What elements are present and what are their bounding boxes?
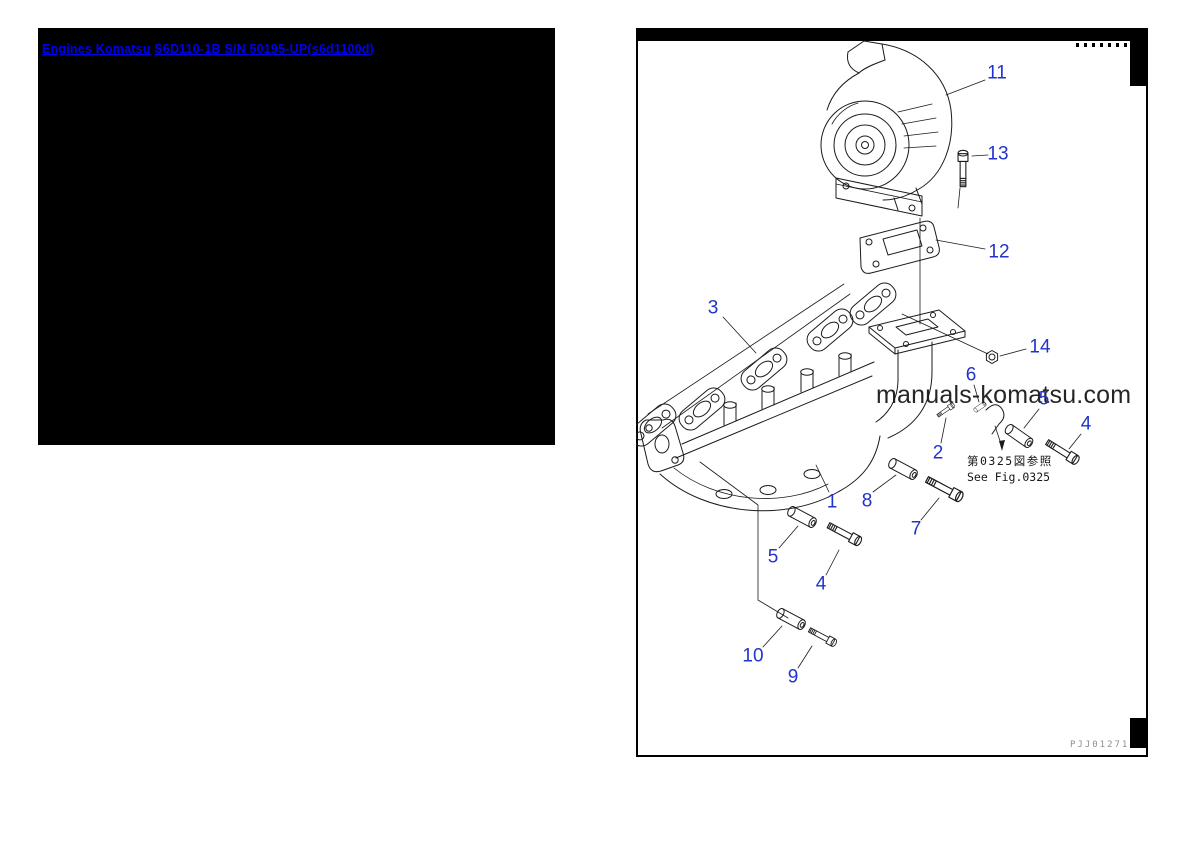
fig-reference-en: See Fig.0325 xyxy=(967,470,1051,485)
breadcrumb-link-model[interactable]: S6D110-1B S/N 50195-UP(s6d1100d) xyxy=(154,42,374,56)
callout-11: 11 xyxy=(987,62,1007,84)
callout-1: 1 xyxy=(826,491,838,513)
diagram-panel: manuals-komatsu.com 第0325図参照 See Fig.032… xyxy=(636,28,1148,757)
hook-clip-drawing xyxy=(985,404,1005,451)
watermark: manuals-komatsu.com xyxy=(876,381,1132,409)
callout-14: 14 xyxy=(1029,336,1051,358)
callout-6: 6 xyxy=(965,364,977,386)
scan-artifact-marks xyxy=(636,28,1148,748)
drawing-code: PJJ01271 xyxy=(1070,740,1130,750)
callout-10: 10 xyxy=(742,645,764,667)
fig-reference-jp: 第0325図参照 xyxy=(967,454,1053,468)
exploded-view-drawing xyxy=(636,28,1148,757)
callout-8: 8 xyxy=(861,490,873,512)
breadcrumb: Engines Komatsu S6D110-1B S/N 50195-UP(s… xyxy=(42,42,374,56)
gaskets-3-drawing xyxy=(636,278,901,451)
callout-9: 9 xyxy=(787,666,799,688)
hardware-drawing xyxy=(774,350,1082,648)
nut-14-drawing xyxy=(985,350,999,364)
exhaust-manifold-drawing xyxy=(639,283,933,619)
callout-5: 5 xyxy=(767,546,779,568)
breadcrumb-link-engines-komatsu[interactable]: Engines Komatsu xyxy=(42,42,151,56)
callout-12: 12 xyxy=(988,241,1010,263)
callout-2: 2 xyxy=(932,442,944,464)
bolt-13-drawing xyxy=(957,149,969,209)
callout-7: 7 xyxy=(910,518,922,540)
turbocharger-drawing xyxy=(820,40,953,217)
callout-3: 3 xyxy=(707,297,719,319)
callout-4: 4 xyxy=(815,573,827,595)
flange-plate-drawing xyxy=(868,309,989,355)
fig-reference-note: 第0325図参照 See Fig.0325 xyxy=(967,453,1053,485)
callout-13: 13 xyxy=(987,143,1009,165)
left-black-panel: Engines Komatsu S6D110-1B S/N 50195-UP(s… xyxy=(38,28,555,445)
callout-5: 5 xyxy=(1038,388,1050,410)
gasket-12-drawing xyxy=(859,217,940,325)
callout-leader-lines xyxy=(722,79,1082,669)
callout-4: 4 xyxy=(1080,413,1092,435)
